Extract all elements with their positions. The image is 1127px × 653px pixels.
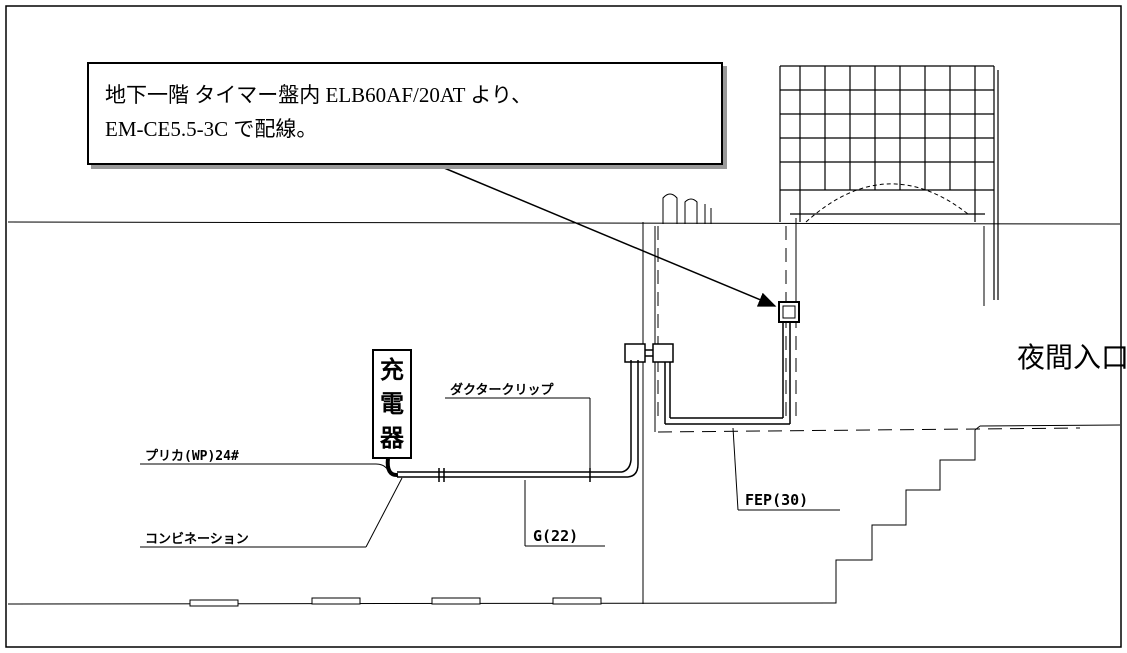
roof-pipes [662, 193, 712, 224]
stairs-side [974, 425, 981, 431]
leader-fep30 [732, 427, 739, 511]
conduit-fep [664, 322, 791, 425]
leader-combination-diag [365, 477, 403, 548]
wall-box [624, 343, 674, 363]
note-line-1: 地下一階 タイマー盤内 ELB60AF/20AT より、 [105, 83, 533, 107]
drawing-frame [5, 5, 1122, 648]
leader-prika-hook [375, 463, 389, 471]
charger-char-3: 器 [379, 424, 405, 452]
wiring-note-callout: 地下一階 タイマー盤内 ELB60AF/20AT より、 EM-CE5.5-3C… [87, 62, 723, 165]
fence-enclosure [779, 65, 999, 300]
label-g22: G(22) [533, 527, 578, 545]
junction-box-inner [782, 305, 796, 319]
note-line-2: EM-CE5.5-3C で配線。 [105, 117, 318, 141]
dashed-outline [642, 226, 1081, 433]
charger-unit [372, 349, 412, 459]
label-night-entrance: 夜間入口 [1017, 341, 1127, 374]
junction-box [778, 301, 800, 323]
label-fep30: FEP(30) [745, 491, 808, 509]
stairs [830, 430, 976, 604]
note-arrow [436, 164, 777, 307]
label-duct-clip: ダクタークリップ [450, 382, 554, 398]
prika-conduit [385, 457, 399, 478]
charger-char-2: 電 [380, 390, 404, 418]
right-floor-line [979, 424, 1121, 427]
ground-line-upper [7, 221, 1121, 225]
label-combination: コンビネーション [145, 531, 249, 547]
label-prika: プリカ(WP)24# [145, 449, 239, 464]
charger-char-1: 充 [380, 356, 404, 384]
floor-line-lower [7, 602, 831, 605]
conduit-g22 [397, 360, 639, 482]
floor-footings [189, 597, 602, 607]
